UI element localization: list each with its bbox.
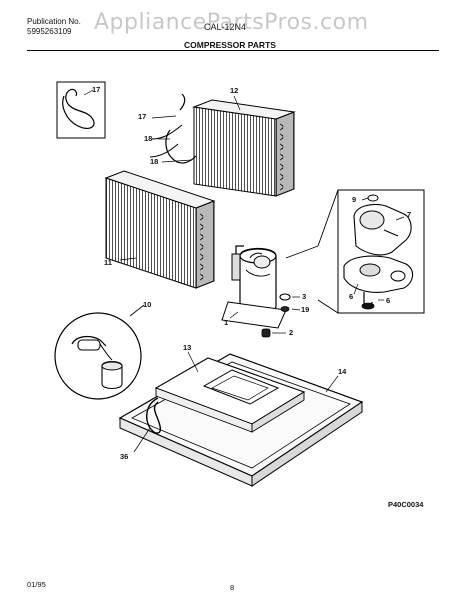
capacitor-clamp-icon bbox=[77, 339, 101, 351]
callout-12: 12 bbox=[230, 86, 239, 95]
header-rule bbox=[27, 50, 439, 51]
drain-hose-icon bbox=[146, 397, 162, 434]
callout-9: 9 bbox=[352, 195, 357, 204]
drawing-code: P40C0034 bbox=[388, 500, 424, 509]
grommet-icon bbox=[279, 293, 291, 301]
overload-protector-icon bbox=[343, 255, 414, 293]
washer-icon bbox=[280, 306, 290, 312]
coil-tube-17 bbox=[165, 129, 197, 164]
callout-18-upper: 18 bbox=[144, 134, 153, 143]
callout-2: 2 bbox=[289, 328, 294, 337]
callout-1: 1 bbox=[224, 318, 229, 327]
footer-date: 01/95 bbox=[27, 580, 46, 589]
callout-11: 11 bbox=[104, 258, 112, 267]
watermark: AppliancePartsPros.com bbox=[94, 10, 369, 35]
page-number: 8 bbox=[230, 583, 235, 592]
publication-label: Publication No. bbox=[27, 17, 81, 26]
capacitor-detail bbox=[54, 304, 145, 400]
callout-36: 36 bbox=[120, 452, 129, 461]
callout-18-lower: 18 bbox=[150, 157, 159, 166]
section-title: COMPRESSOR PARTS bbox=[184, 40, 276, 50]
model-number: CAL-12N4 bbox=[204, 22, 247, 32]
capillary-tube-icon bbox=[62, 89, 95, 130]
callout-13: 13 bbox=[183, 343, 192, 352]
overload-detail-box bbox=[285, 189, 425, 314]
callout-10: 10 bbox=[143, 300, 152, 309]
callout-6-left: 6 bbox=[349, 292, 354, 301]
callout-3: 3 bbox=[302, 292, 307, 301]
callout-7: 7 bbox=[407, 210, 412, 219]
base-pan bbox=[118, 353, 364, 487]
condenser-coil bbox=[149, 93, 296, 197]
callout-6-right: 6 bbox=[386, 296, 391, 305]
callout-14: 14 bbox=[338, 367, 347, 376]
inset-capillary-tube bbox=[56, 81, 106, 139]
callout-19: 19 bbox=[301, 305, 310, 314]
mounting-spring-icon bbox=[261, 328, 271, 338]
nut-icon bbox=[367, 194, 379, 202]
publication-number: 5995263109 bbox=[27, 27, 72, 36]
callout-17: 17 bbox=[138, 112, 147, 121]
compressor bbox=[221, 245, 287, 329]
callout-17-inset: 17 bbox=[92, 85, 101, 94]
evaporator-coil bbox=[104, 170, 216, 289]
